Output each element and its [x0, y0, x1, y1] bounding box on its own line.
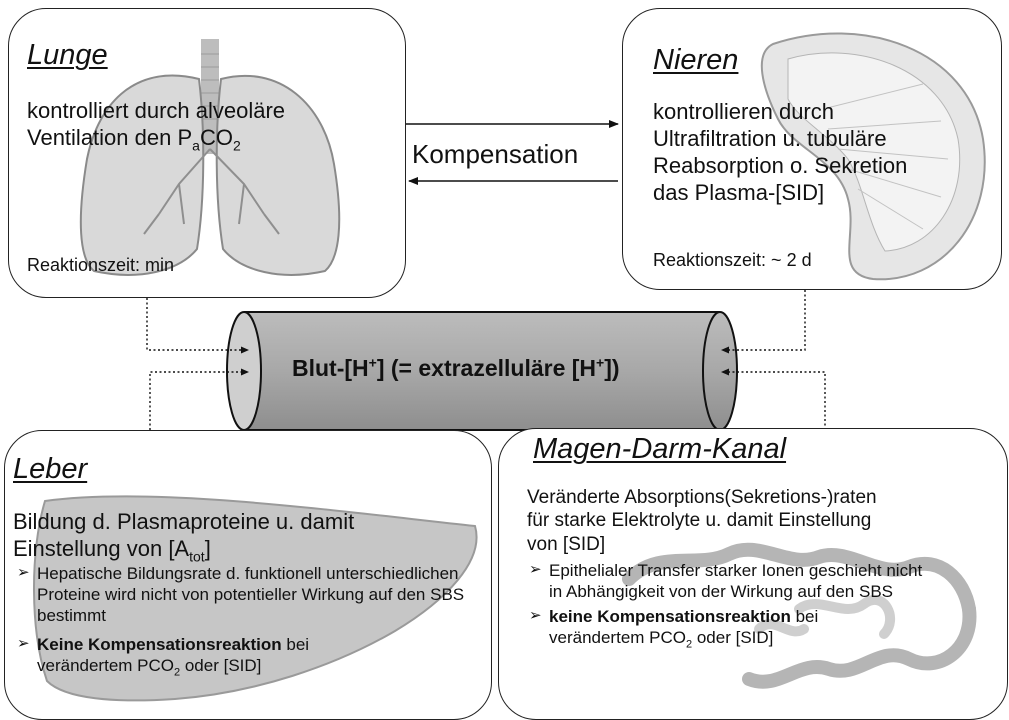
- nieren-line: Ultrafiltration u. tubuläre: [653, 125, 907, 152]
- magen-description: Veränderte Absorptions(Sekretions-)raten…: [527, 486, 877, 556]
- kompensation-label: Kompensation: [412, 139, 578, 171]
- leber-bullet: Hepatische Bildungsrate d. funktionell u…: [17, 564, 477, 627]
- nieren-reaction-time: Reaktionszeit: ~ 2 d: [653, 249, 812, 271]
- lunge-line1: kontrolliert durch alveoläre: [27, 97, 285, 124]
- magen-title: Magen-Darm-Kanal: [533, 433, 786, 466]
- magen-line: Veränderte Absorptions(Sekretions-)raten: [527, 486, 877, 509]
- nieren-box: Nieren kontrollieren durch Ultrafiltrati…: [622, 8, 1002, 290]
- magen-box: Magen-Darm-Kanal Veränderte Absorptions(…: [498, 428, 1008, 720]
- nieren-line: kontrollieren durch: [653, 98, 907, 125]
- magen-bullets: Epithelialer Transfer starker Ionen gesc…: [529, 561, 929, 652]
- leber-line1: Bildung d. Plasmaproteine u. damit: [13, 508, 354, 535]
- nieren-description: kontrollieren durch Ultrafiltration u. t…: [653, 98, 907, 206]
- nieren-line: das Plasma-[SID]: [653, 179, 907, 206]
- leber-line2: Einstellung von [Atot]: [13, 535, 354, 566]
- magen-line: für starke Elektrolyte u. damit Einstell…: [527, 509, 877, 532]
- magen-bullet: keine Kompensationsreaktion beiverändert…: [529, 607, 929, 652]
- nieren-line: Reabsorption o. Sekretion: [653, 152, 907, 179]
- lunge-line2: Ventilation den PaCO2: [27, 124, 285, 155]
- lunge-description: kontrolliert durch alveoläre Ventilation…: [27, 97, 285, 155]
- lunge-box: Lunge kontrolliert durch alveoläre Venti…: [8, 8, 406, 298]
- leber-description: Bildung d. Plasmaproteine u. damit Einst…: [13, 508, 354, 566]
- leber-title: Leber: [13, 453, 87, 486]
- magen-line: von [SID]: [527, 533, 877, 556]
- blood-label: Blut-[H+] (= extrazelluläre [H+]): [292, 354, 620, 382]
- nieren-title: Nieren: [653, 44, 738, 77]
- leber-box: Leber Bildung d. Plasmaproteine u. damit…: [4, 430, 492, 720]
- leber-bullets: Hepatische Bildungsrate d. funktionell u…: [17, 564, 477, 680]
- magen-bullet: Epithelialer Transfer starker Ionen gesc…: [529, 561, 929, 603]
- lunge-title: Lunge: [27, 39, 108, 72]
- lunge-reaction-time: Reaktionszeit: min: [27, 254, 174, 276]
- leber-bullet: Keine Kompensationsreaktion beiverändert…: [17, 635, 477, 680]
